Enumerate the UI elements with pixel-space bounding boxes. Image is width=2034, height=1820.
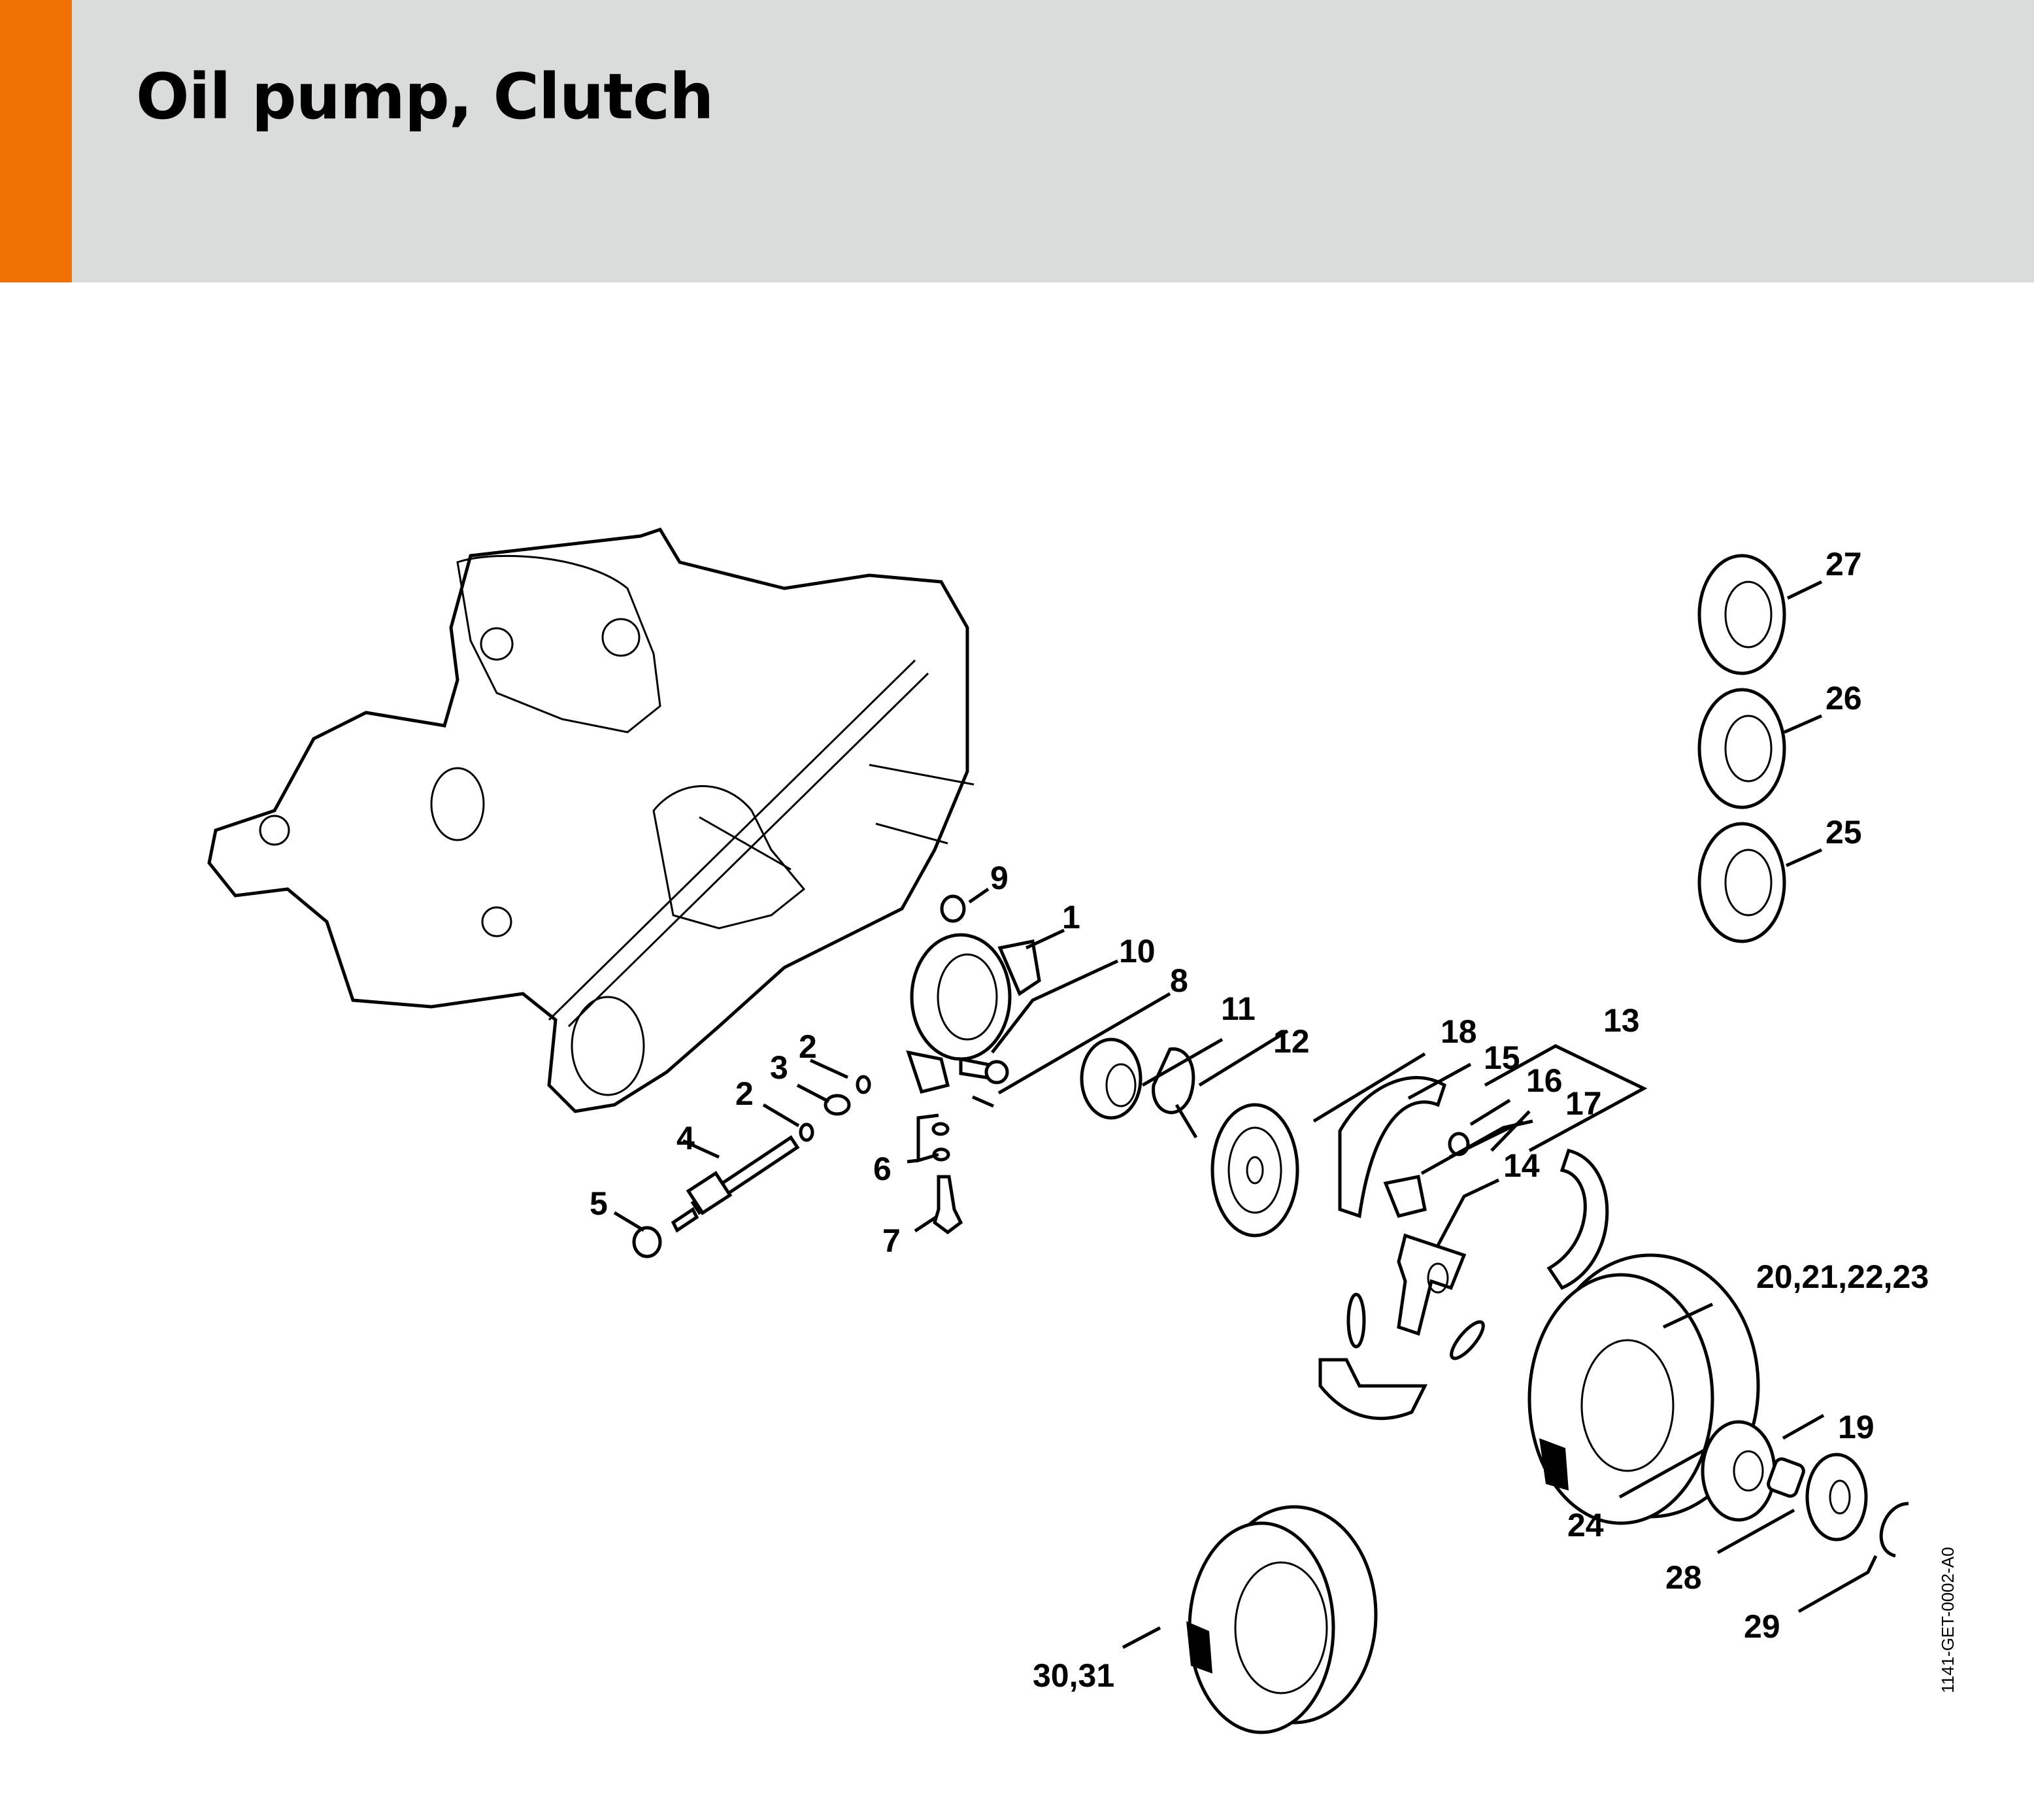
part-9-nut bbox=[940, 894, 966, 923]
part-20-clutch-drum bbox=[1527, 1253, 1760, 1525]
part-27-rim-sprocket bbox=[1697, 554, 1786, 675]
callout-26: 26 bbox=[1826, 680, 1862, 716]
part-29-e-clip bbox=[1879, 1502, 1909, 1558]
callout-27: 27 bbox=[1826, 546, 1862, 582]
part-11-seal bbox=[1080, 1037, 1142, 1120]
callout-28: 28 bbox=[1665, 1559, 1702, 1596]
callout-9: 9 bbox=[990, 860, 1009, 896]
part-26-rim-sprocket bbox=[1697, 688, 1786, 809]
part-1-oil-pump bbox=[906, 933, 1041, 1094]
part-4-worm-shaft bbox=[671, 1135, 800, 1233]
part-17-slide bbox=[1383, 1175, 1427, 1218]
clutch-springs bbox=[1346, 1292, 1485, 1360]
part-2-ring-a bbox=[856, 1075, 871, 1094]
callout-6: 6 bbox=[873, 1151, 892, 1187]
callout-12: 12 bbox=[1273, 1023, 1310, 1060]
callout-18: 18 bbox=[1441, 1013, 1477, 1050]
clutch-shoe-right bbox=[1546, 1149, 1609, 1290]
part-10-screw bbox=[959, 1056, 1009, 1085]
callout-14: 14 bbox=[1503, 1147, 1540, 1184]
part-24-rim-sprocket bbox=[1701, 1420, 1776, 1522]
part-30-spur-sprocket-drum bbox=[1186, 1505, 1378, 1734]
part-8-pin bbox=[971, 1095, 995, 1108]
callout-15: 15 bbox=[1484, 1039, 1520, 1076]
callout-25: 25 bbox=[1826, 814, 1862, 851]
callout-17: 17 bbox=[1565, 1085, 1602, 1122]
page-header: Oil pump, Clutch bbox=[0, 0, 2034, 282]
page-title: Oil pump, Clutch bbox=[136, 60, 714, 133]
part-18-washer bbox=[1210, 1103, 1299, 1238]
callout-7: 7 bbox=[882, 1222, 901, 1259]
callout-11: 11 bbox=[1221, 990, 1256, 1027]
callout-5: 5 bbox=[590, 1185, 608, 1222]
clutch-shoe-bottom bbox=[1318, 1358, 1428, 1421]
part-3-spring bbox=[824, 1094, 851, 1116]
callout-29: 29 bbox=[1744, 1608, 1780, 1645]
callout-30-31: 30,31 bbox=[1033, 1657, 1114, 1694]
part-28-washer bbox=[1805, 1453, 1868, 1542]
callout-16: 16 bbox=[1526, 1062, 1563, 1099]
leader-lines bbox=[613, 580, 1878, 1649]
callout-2-lower: 2 bbox=[735, 1075, 754, 1112]
part-14-carrier bbox=[1397, 1233, 1467, 1336]
callout-4: 4 bbox=[676, 1120, 695, 1156]
engine-crankcase bbox=[207, 527, 975, 1113]
callout-24: 24 bbox=[1567, 1507, 1604, 1543]
part-25-rim-sprocket bbox=[1697, 822, 1786, 943]
callout-1: 1 bbox=[1062, 899, 1080, 935]
part-15-clutch-shoe bbox=[1338, 1075, 1447, 1219]
part-5-cap bbox=[632, 1226, 662, 1258]
callout-19: 19 bbox=[1838, 1409, 1875, 1445]
callout-20-21-22-23: 20,21,22,23 bbox=[1756, 1258, 1929, 1295]
part-2-ring-b bbox=[799, 1122, 814, 1142]
part-7-fitting bbox=[933, 1175, 963, 1235]
accent-bar bbox=[0, 0, 72, 282]
callout-13: 13 bbox=[1603, 1002, 1640, 1039]
document-id: 1141-GET-0002-A0 bbox=[1938, 1547, 1958, 1693]
part-12-spring-clip bbox=[1152, 1047, 1198, 1139]
callout-2-upper: 2 bbox=[799, 1028, 817, 1065]
callout-8: 8 bbox=[1170, 962, 1188, 999]
callout-labels: 9 1 10 8 11 12 18 15 16 17 13 14 2 3 2 4… bbox=[590, 546, 1929, 1694]
callout-10: 10 bbox=[1119, 933, 1156, 969]
callout-3: 3 bbox=[770, 1049, 788, 1086]
part-19-needle-cage bbox=[1767, 1457, 1805, 1498]
